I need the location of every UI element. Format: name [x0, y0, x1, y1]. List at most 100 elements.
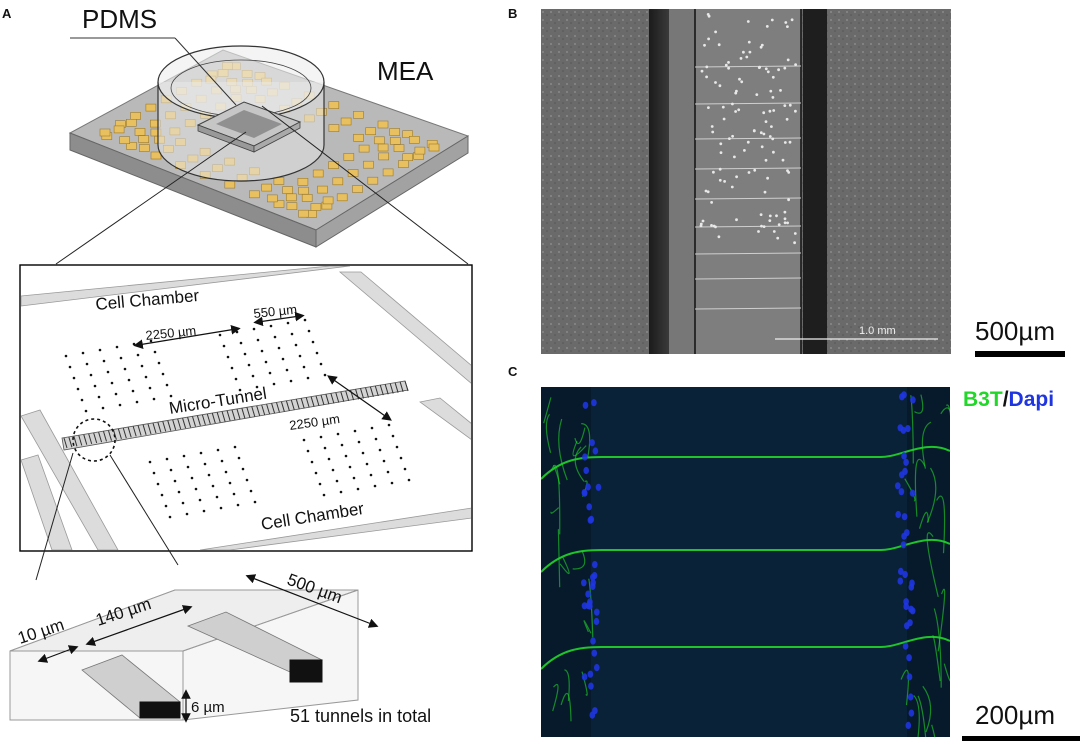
electrode-dot [85, 362, 89, 366]
electrode-dot [207, 473, 211, 477]
neurite-branch [945, 404, 950, 416]
tunnel-line [694, 307, 802, 310]
label-2250-b: 2250 µm [288, 411, 340, 433]
cell-dot [705, 65, 709, 69]
electrode-dot [185, 512, 189, 516]
electrode-dot [89, 373, 93, 377]
electrode-dot [119, 356, 123, 360]
electrode-dot [106, 370, 110, 374]
cell-dot [759, 213, 763, 217]
cell-dot [734, 91, 738, 95]
cell-dot [738, 77, 741, 81]
neurite-branch [937, 588, 946, 652]
electrode-dot [260, 349, 264, 353]
cell-dot [759, 45, 763, 49]
cell-dots [699, 13, 797, 245]
electrode-dot [395, 445, 399, 449]
tunnel-line [276, 402, 280, 413]
electrode-dot [290, 332, 294, 336]
neurite-branch [932, 635, 941, 682]
electrode-dot [311, 340, 315, 344]
electrode-dot [369, 473, 373, 477]
cell-dot [731, 134, 734, 138]
electrode-pad [353, 111, 364, 119]
tunnel-line [285, 400, 290, 411]
cell-dot [704, 189, 708, 193]
electrode-pad [332, 177, 344, 186]
tunnel-line [132, 426, 137, 437]
electrode-pad [301, 194, 313, 202]
tunnel-line [310, 396, 315, 407]
cell-dot [745, 55, 749, 59]
cell-dot [762, 111, 766, 115]
electrode-pad [353, 134, 364, 142]
electrode-dot [310, 460, 314, 464]
electrode-dot [140, 364, 144, 368]
nucleus [585, 590, 591, 598]
cell-dot [747, 40, 751, 44]
tunnel-line [206, 413, 211, 425]
electrode-dot [115, 345, 119, 349]
cell-dot [760, 43, 764, 47]
cell-dot [784, 21, 788, 24]
tunnel-line [142, 424, 147, 435]
electrode-pad [352, 185, 363, 193]
electrode-dot [132, 342, 136, 346]
tunnel-line [694, 252, 802, 255]
tunnel-line [196, 415, 201, 426]
electrode-dot [374, 437, 378, 441]
cell-dot [760, 145, 764, 149]
electrode-dot [294, 343, 298, 347]
electrode-dot [153, 350, 157, 354]
electrode-pad [249, 190, 260, 199]
electrode-pad [119, 136, 130, 144]
chamber-diagram [19, 264, 473, 552]
stain-legend: B3T/Dapi [963, 388, 1054, 412]
nucleus [582, 401, 589, 409]
electrode-pad [328, 161, 339, 169]
electrode-dot [373, 484, 377, 488]
cell-dot [707, 14, 711, 18]
nucleus [591, 649, 598, 657]
electrode-dot [253, 500, 257, 504]
cell-dot [763, 190, 767, 194]
tunnel-line [399, 381, 404, 392]
electrode-dot [249, 489, 253, 493]
panel-c-scale-label: 200µm [975, 700, 1056, 730]
electrode-dot [233, 445, 237, 449]
inset-scale-label: 1.0 mm [859, 325, 896, 337]
tunnel-line [305, 397, 310, 408]
nucleus [909, 607, 916, 615]
electrode-dot [403, 467, 407, 471]
neurite [541, 635, 950, 670]
electrode-dot [356, 487, 360, 491]
electrode-dot [127, 378, 131, 382]
electrode-dot [199, 451, 203, 455]
nucleus [594, 664, 600, 672]
cell-dot [771, 137, 775, 141]
electrode-pad [224, 180, 236, 189]
nucleus [906, 654, 912, 662]
cell-dot [740, 80, 744, 84]
neurite [541, 445, 950, 480]
electrode-dot [344, 454, 348, 458]
electrode-pad [273, 177, 285, 185]
fluorescence-image [541, 387, 950, 737]
tunnel-line [108, 430, 112, 441]
cell-dot [768, 135, 772, 138]
nucleus [900, 426, 907, 434]
tunnel-line [211, 413, 216, 424]
electrode-dot [399, 456, 403, 460]
nucleus [591, 399, 597, 407]
electrode-dot [269, 324, 273, 328]
electrode-dot [123, 367, 127, 371]
electrode-dot [241, 467, 245, 471]
cell-dot [737, 108, 741, 112]
nucleus [585, 483, 591, 491]
electrode-dot [323, 373, 327, 377]
tunnel-line [694, 137, 802, 140]
neurite-branch [550, 464, 561, 535]
electrode-dot [218, 333, 222, 337]
cell-dot [794, 109, 797, 113]
electrode-pad [336, 193, 348, 202]
